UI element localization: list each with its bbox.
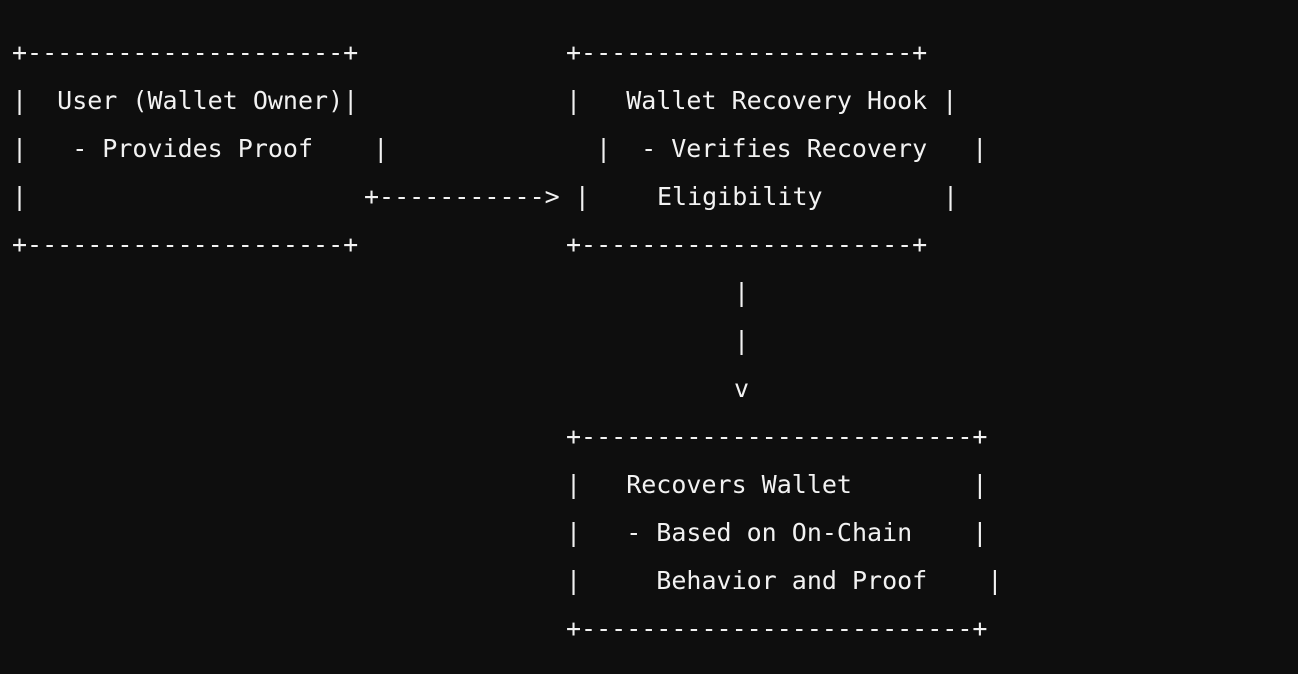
recover-box-bottom-border: +--------------------------+	[566, 614, 988, 643]
hook-box-detail-continued: Eligibility |	[657, 182, 959, 211]
user-box-title: | User (Wallet Owner)|	[12, 86, 359, 115]
hook-box-top-border: +----------------------+	[566, 38, 928, 67]
hook-box-detail: | - Verifies Recovery |	[596, 134, 988, 163]
recover-box-detail-continued: | Behavior and Proof |	[566, 566, 1003, 595]
down-arrow-stem: |	[734, 326, 750, 355]
user-box-left-edge: |	[12, 182, 28, 211]
recover-box-detail: | - Based on On-Chain |	[566, 518, 988, 547]
arrow-user-to-hook: +-----------> |	[364, 182, 590, 211]
down-arrow-head: v	[734, 374, 750, 403]
recover-box-top-border: +--------------------------+	[566, 422, 988, 451]
hook-box-title: | Wallet Recovery Hook |	[566, 86, 958, 115]
user-box-top-border: +---------------------+	[12, 38, 359, 67]
recover-box-title: | Recovers Wallet |	[566, 470, 988, 499]
hook-box-bottom-border: +----------------------+	[566, 230, 928, 259]
down-arrow-stem: |	[734, 278, 750, 307]
user-box-bottom-border: +---------------------+	[12, 230, 359, 259]
user-box-detail: | - Provides Proof |	[12, 134, 389, 163]
